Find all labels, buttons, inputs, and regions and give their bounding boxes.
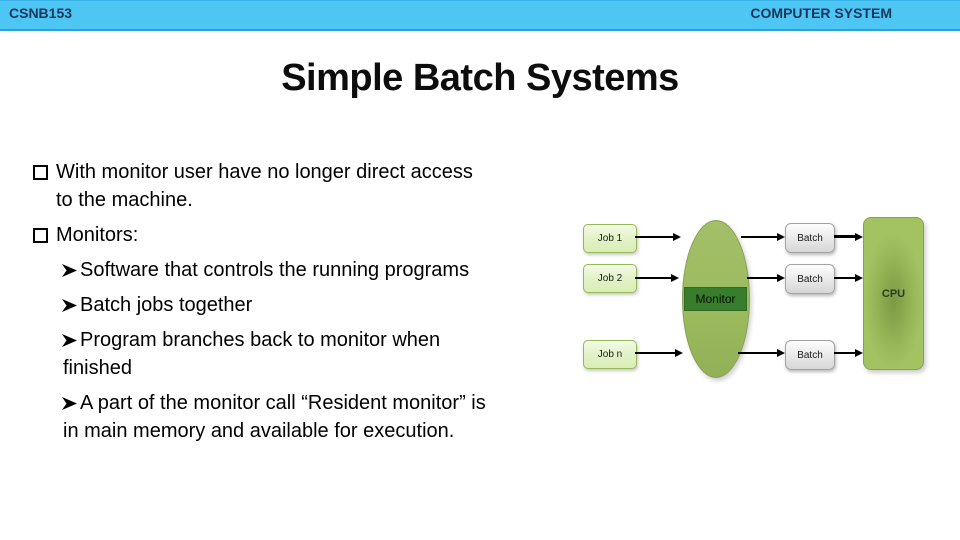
bullet-text: Program branches back to monitor when fi… — [63, 329, 441, 379]
job-box-2: Job 2 — [583, 264, 637, 293]
course-title: COMPUTER SYSTEM — [750, 5, 892, 21]
bullet-text: Monitors: — [56, 224, 139, 246]
arrow-job2-to-monitor — [635, 277, 671, 279]
cpu-box: CPU — [863, 217, 924, 370]
arrow-bullet-icon — [62, 299, 77, 312]
batch-box-2: Batch — [785, 264, 835, 294]
arrow-bullet-icon — [62, 397, 77, 410]
arrow-monitor-to-batch2 — [747, 277, 777, 279]
batch-box-label: Batch — [797, 349, 823, 361]
arrow-batch1-to-cpu — [834, 235, 855, 238]
batch-box-3: Batch — [785, 340, 835, 370]
bullet-text: With monitor user have no longer direct … — [56, 161, 473, 211]
batch-box-label: Batch — [797, 232, 823, 244]
monitor-ellipse — [682, 220, 750, 378]
job-box-n: Job n — [583, 340, 637, 369]
job-box-label: Job 1 — [597, 233, 623, 244]
batch-box-1: Batch — [785, 223, 835, 253]
square-bullet-icon — [33, 228, 48, 243]
job-box-label: Job 2 — [597, 273, 623, 284]
bullet-item: Monitors: — [32, 221, 584, 249]
arrow-job1-to-monitor — [635, 236, 673, 238]
bullet-list: With monitor user have no longer direct … — [32, 158, 584, 452]
job-box-label: Job n — [597, 349, 623, 360]
job-box-1: Job 1 — [583, 224, 637, 253]
batch-box-label: Batch — [797, 273, 823, 285]
arrow-batch3-to-cpu — [834, 352, 855, 354]
bullet-item: With monitor user have no longer direct … — [32, 158, 584, 214]
cpu-label: CPU — [881, 287, 906, 300]
bullet-text: A part of the monitor call “Resident mon… — [63, 392, 486, 442]
bullet-item: A part of the monitor call “Resident mon… — [62, 389, 584, 445]
arrow-monitor-to-batch1 — [741, 236, 777, 238]
monitor-label-box: Monitor — [684, 287, 747, 311]
slide-title: Simple Batch Systems — [281, 57, 679, 99]
bullet-text: Batch jobs together — [80, 294, 253, 316]
arrow-jobn-to-monitor — [635, 352, 675, 354]
arrow-bullet-icon — [62, 264, 77, 277]
arrow-bullet-icon — [62, 334, 77, 347]
square-bullet-icon — [33, 165, 48, 180]
bullet-text: Software that controls the running progr… — [80, 259, 470, 281]
arrow-batch2-to-cpu — [834, 277, 855, 279]
header-bar: CSNB153 COMPUTER SYSTEM — [0, 0, 960, 31]
arrow-monitor-to-batch3 — [738, 352, 777, 354]
bullet-item: Software that controls the running progr… — [62, 256, 584, 284]
course-code: CSNB153 — [9, 5, 73, 21]
monitor-label: Monitor — [695, 292, 736, 306]
bullet-item: Batch jobs together — [62, 291, 584, 319]
bullet-item: Program branches back to monitor when fi… — [62, 326, 584, 382]
